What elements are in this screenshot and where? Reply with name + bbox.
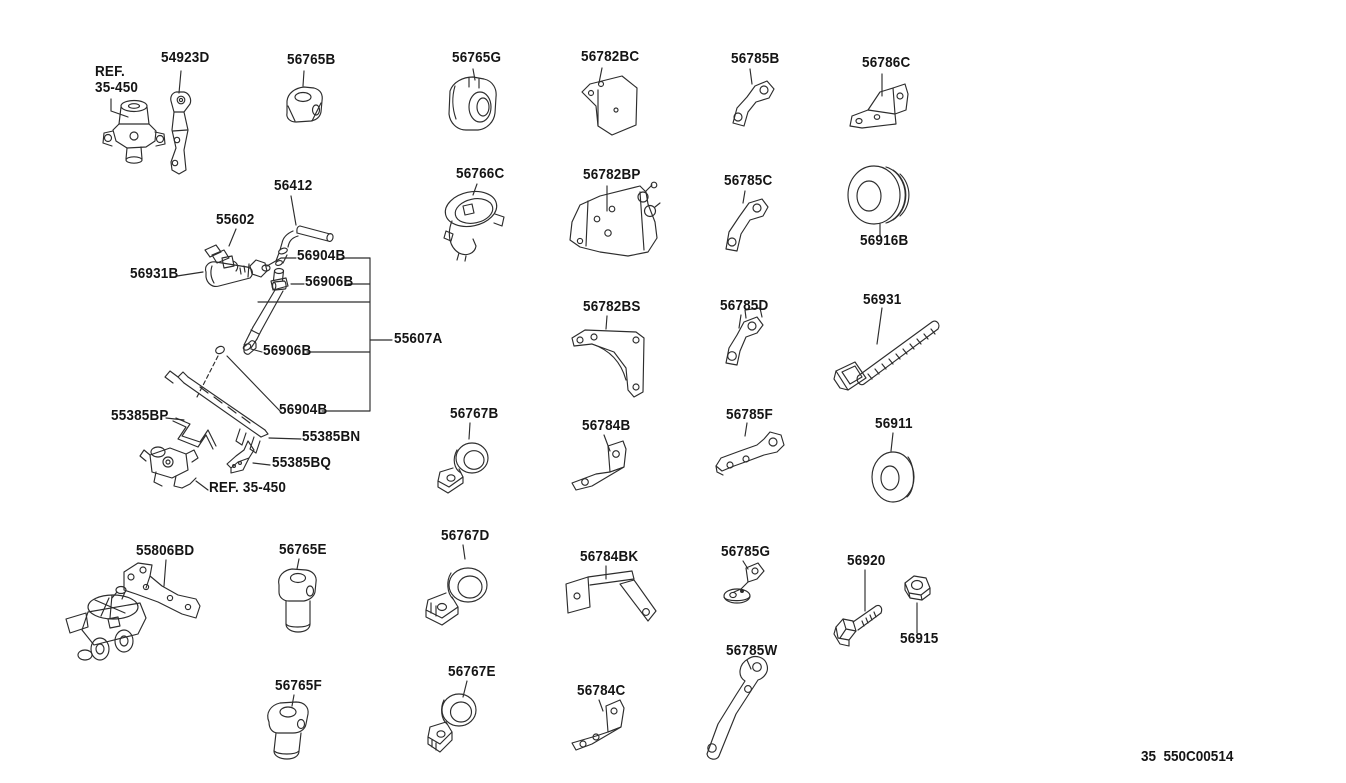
part-label-56786c: 56786C <box>862 54 911 71</box>
drawing-56784bk <box>565 570 657 622</box>
part-label-56785c: 56785C <box>724 172 773 189</box>
part-label-56767b: 56767B <box>450 405 499 422</box>
drawing-56767e <box>427 693 477 753</box>
part-label-56906b-lower: 56906B <box>263 342 312 359</box>
drawing-55806bd-valve <box>65 562 201 661</box>
drawing-56767b <box>437 442 489 494</box>
drawing-56766c <box>443 190 505 262</box>
part-label-56784b: 56784B <box>582 417 631 434</box>
part-label-56916b: 56916B <box>860 232 909 249</box>
part-label-56765g: 56765G <box>452 49 502 66</box>
drawing-56916b <box>847 165 910 225</box>
drawing-56785c <box>725 198 769 252</box>
drawing-56785d <box>725 307 764 366</box>
part-label-55385bn: 55385BN <box>302 428 361 445</box>
part-label-56906b-upper: 56906B <box>305 273 354 290</box>
part-label-56784bk: 56784BK <box>580 548 639 565</box>
part-label-56784c: 56784C <box>577 682 626 699</box>
part-label-56766c: 56766C <box>456 165 505 182</box>
drawing-56782bp <box>569 181 661 257</box>
part-label-56782bp: 56782BP <box>583 166 641 183</box>
part-label-56904b-upper: 56904B <box>297 247 346 264</box>
drawing-56785w <box>706 656 769 760</box>
part-label-56412: 56412 <box>274 177 313 194</box>
part-label-56765b: 56765B <box>287 51 336 68</box>
drawing-56785f <box>715 431 785 476</box>
drawing-56767d <box>425 567 488 626</box>
part-label-56931b: 56931B <box>130 265 179 282</box>
part-label-55607a: 55607A <box>394 330 443 347</box>
part-label-ref-35-450-top: REF. 35-450 <box>95 63 139 96</box>
drawing-56765g <box>448 76 497 131</box>
drawing-55607a-assembly <box>215 264 289 355</box>
part-label-56785g: 56785G <box>721 543 771 560</box>
drawing-55385-rail-group <box>139 370 269 489</box>
part-label-55602: 55602 <box>216 211 255 228</box>
part-label-56782bs: 56782BS <box>583 298 641 315</box>
part-label-55385bp: 55385BP <box>111 407 169 424</box>
leader-lines <box>110 67 918 712</box>
part-label-56785f: 56785F <box>726 406 773 423</box>
part-label-56911: 56911 <box>875 415 913 432</box>
part-label-56915: 56915 <box>900 630 939 647</box>
part-label-56765e: 56765E <box>279 541 327 558</box>
drawing-56915 <box>904 575 931 601</box>
drawing-54923d <box>170 91 192 175</box>
part-label-56767e: 56767E <box>448 663 496 680</box>
drawing-56765b <box>286 86 323 123</box>
assembly-bracket-lines <box>196 257 393 412</box>
drawing-56412 <box>275 225 334 266</box>
part-label-55806bd: 55806BD <box>136 542 195 559</box>
part-label-56782bc: 56782BC <box>581 48 640 65</box>
part-label-56931: 56931 <box>863 291 902 308</box>
drawing-56784b <box>571 440 627 491</box>
part-label-ref-35-450-bottom: REF. 35-450 <box>209 479 287 496</box>
drawing-56786c <box>849 83 909 129</box>
part-label-55385bq: 55385BQ <box>272 454 332 471</box>
drawing-56785g <box>723 562 765 604</box>
drawing-56931b <box>204 259 268 288</box>
drawing-56785b <box>732 80 775 127</box>
drawing-56765f <box>267 701 309 760</box>
drawing-56931 <box>833 320 940 391</box>
part-label-56785b: 56785B <box>731 50 780 67</box>
drawing-56782bs <box>571 329 645 398</box>
part-label-56767d: 56767D <box>441 527 490 544</box>
part-label-56785d: 56785D <box>720 297 769 314</box>
drawing-56765e <box>278 568 317 633</box>
drawing-56920 <box>833 604 883 647</box>
drawing-56911 <box>871 451 915 503</box>
drawing-56784c <box>571 699 625 751</box>
part-label-56904b-lower: 56904B <box>279 401 328 418</box>
part-label-56785w: 56785W <box>726 642 778 659</box>
part-label-56920: 56920 <box>847 552 886 569</box>
part-label-54923d: 54923D <box>161 49 210 66</box>
drawing-56782bc <box>581 75 638 136</box>
page-code: 35 550C00514 <box>1141 748 1234 765</box>
drawing-55602 <box>204 244 239 272</box>
part-label-56765f: 56765F <box>275 677 322 694</box>
drawing-ref-35-450-joint <box>102 99 166 164</box>
